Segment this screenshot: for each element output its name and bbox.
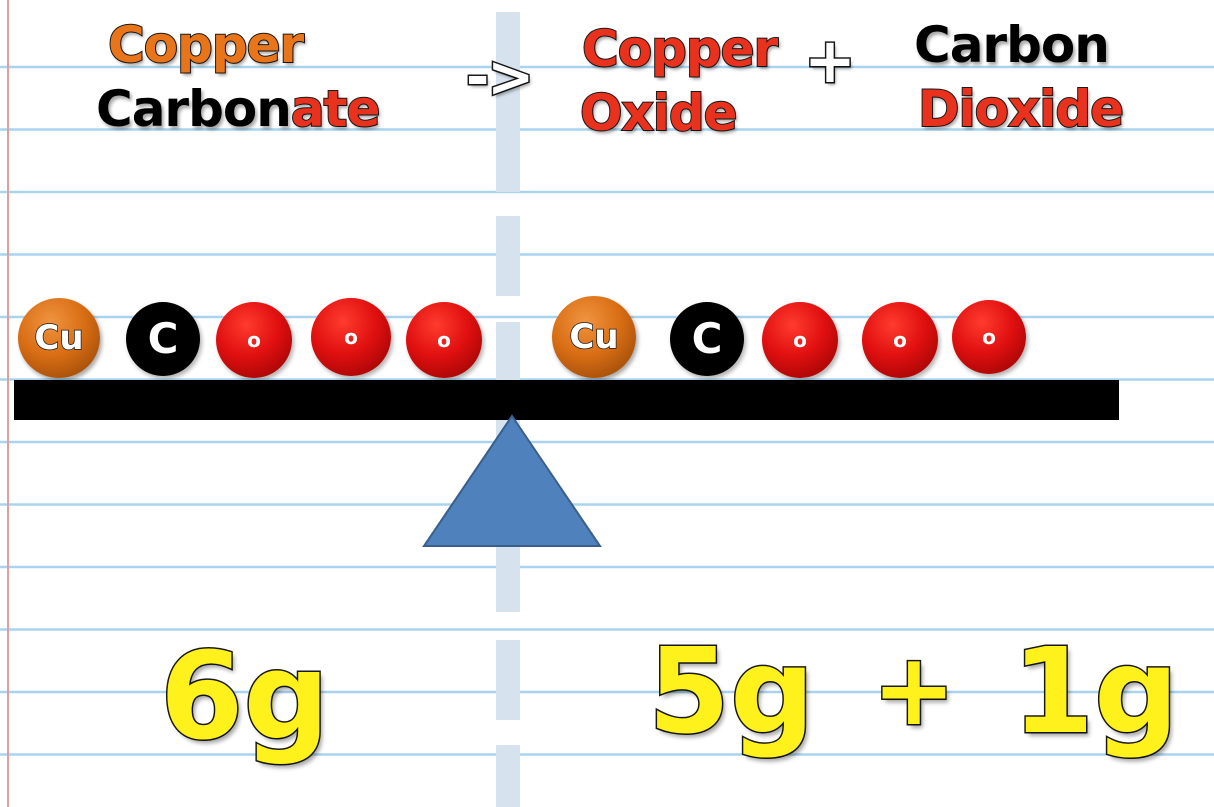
reactant-line2: Carbonate: [95, 83, 381, 135]
reactant-line1: Copper: [107, 16, 305, 74]
reactant-mass: 6g: [158, 628, 330, 767]
atom-oxygen: o: [862, 302, 938, 378]
atom-carbon: C: [126, 302, 200, 376]
balance-beam: [14, 380, 1119, 420]
atom-carbon: C: [670, 302, 744, 376]
fulcrum-triangle: [422, 414, 602, 547]
atom-oxygen: o: [311, 298, 391, 376]
products-plus: +: [803, 24, 858, 97]
reactant-line2-carbon: Carbon: [95, 80, 293, 138]
product2-line1: Carbon: [913, 16, 1111, 74]
product2-line2: Dioxide: [917, 80, 1125, 138]
product1-line2: Oxide: [579, 84, 739, 142]
reactant-line2-ate: ate: [290, 80, 382, 138]
product2-mass: 1g: [1011, 622, 1181, 760]
atom-oxygen: o: [762, 302, 838, 378]
atom-copper: Cu: [552, 296, 636, 378]
mass-plus: +: [871, 631, 958, 748]
atom-oxygen: o: [216, 302, 292, 378]
product1-line1: Copper: [581, 20, 779, 78]
reaction-arrow: ->: [464, 45, 535, 110]
atom-oxygen: o: [406, 302, 482, 378]
product1-mass: 5g: [647, 622, 817, 760]
atom-copper: Cu: [18, 298, 100, 378]
atom-oxygen: o: [952, 300, 1026, 374]
